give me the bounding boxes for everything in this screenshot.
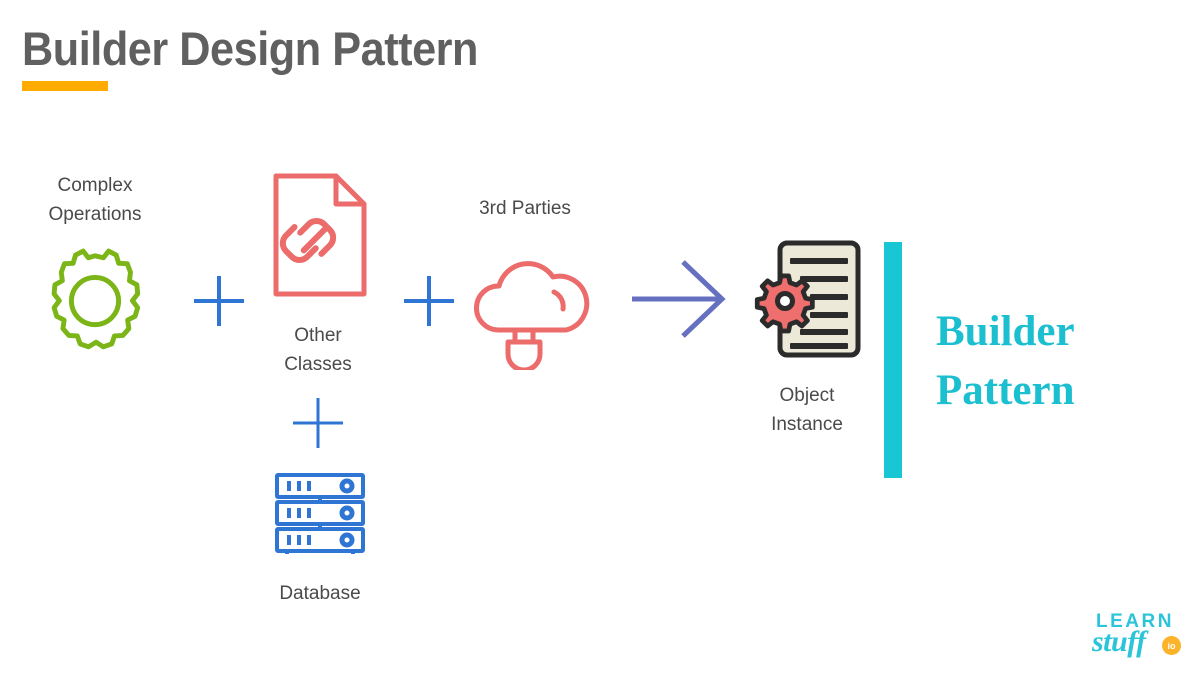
logo-word-stuff: stuff bbox=[1092, 625, 1146, 658]
label-database: Database bbox=[279, 583, 361, 604]
label-other-classes: Other Classes bbox=[284, 325, 352, 375]
document-gear-icon bbox=[752, 238, 864, 360]
plus-operator-2 bbox=[290, 395, 346, 451]
result-text: Builder Pattern bbox=[936, 308, 1075, 415]
page-title: Builder Design Pattern bbox=[22, 22, 479, 75]
cloud-plug-icon bbox=[458, 248, 594, 373]
plus-operator-3 bbox=[400, 272, 458, 330]
flow-arrow-icon bbox=[630, 256, 734, 342]
label-object-instance: Object Instance bbox=[771, 385, 843, 435]
plus-operator-1 bbox=[190, 272, 248, 330]
label-complex-operations: Complex Operations bbox=[48, 175, 142, 225]
result-accent-bar bbox=[884, 242, 902, 478]
title-block: Builder Design Pattern bbox=[22, 22, 518, 91]
learn-stuff-logo: LEARN stuff io bbox=[1092, 612, 1188, 668]
gear-icon bbox=[36, 244, 154, 360]
logo-io-badge: io bbox=[1162, 636, 1181, 655]
label-third-parties: 3rd Parties bbox=[479, 198, 571, 219]
logo-word-learn: LEARN bbox=[1096, 611, 1174, 632]
database-server-icon bbox=[274, 472, 366, 556]
document-link-icon bbox=[272, 172, 368, 298]
title-underline-accent bbox=[22, 81, 108, 91]
